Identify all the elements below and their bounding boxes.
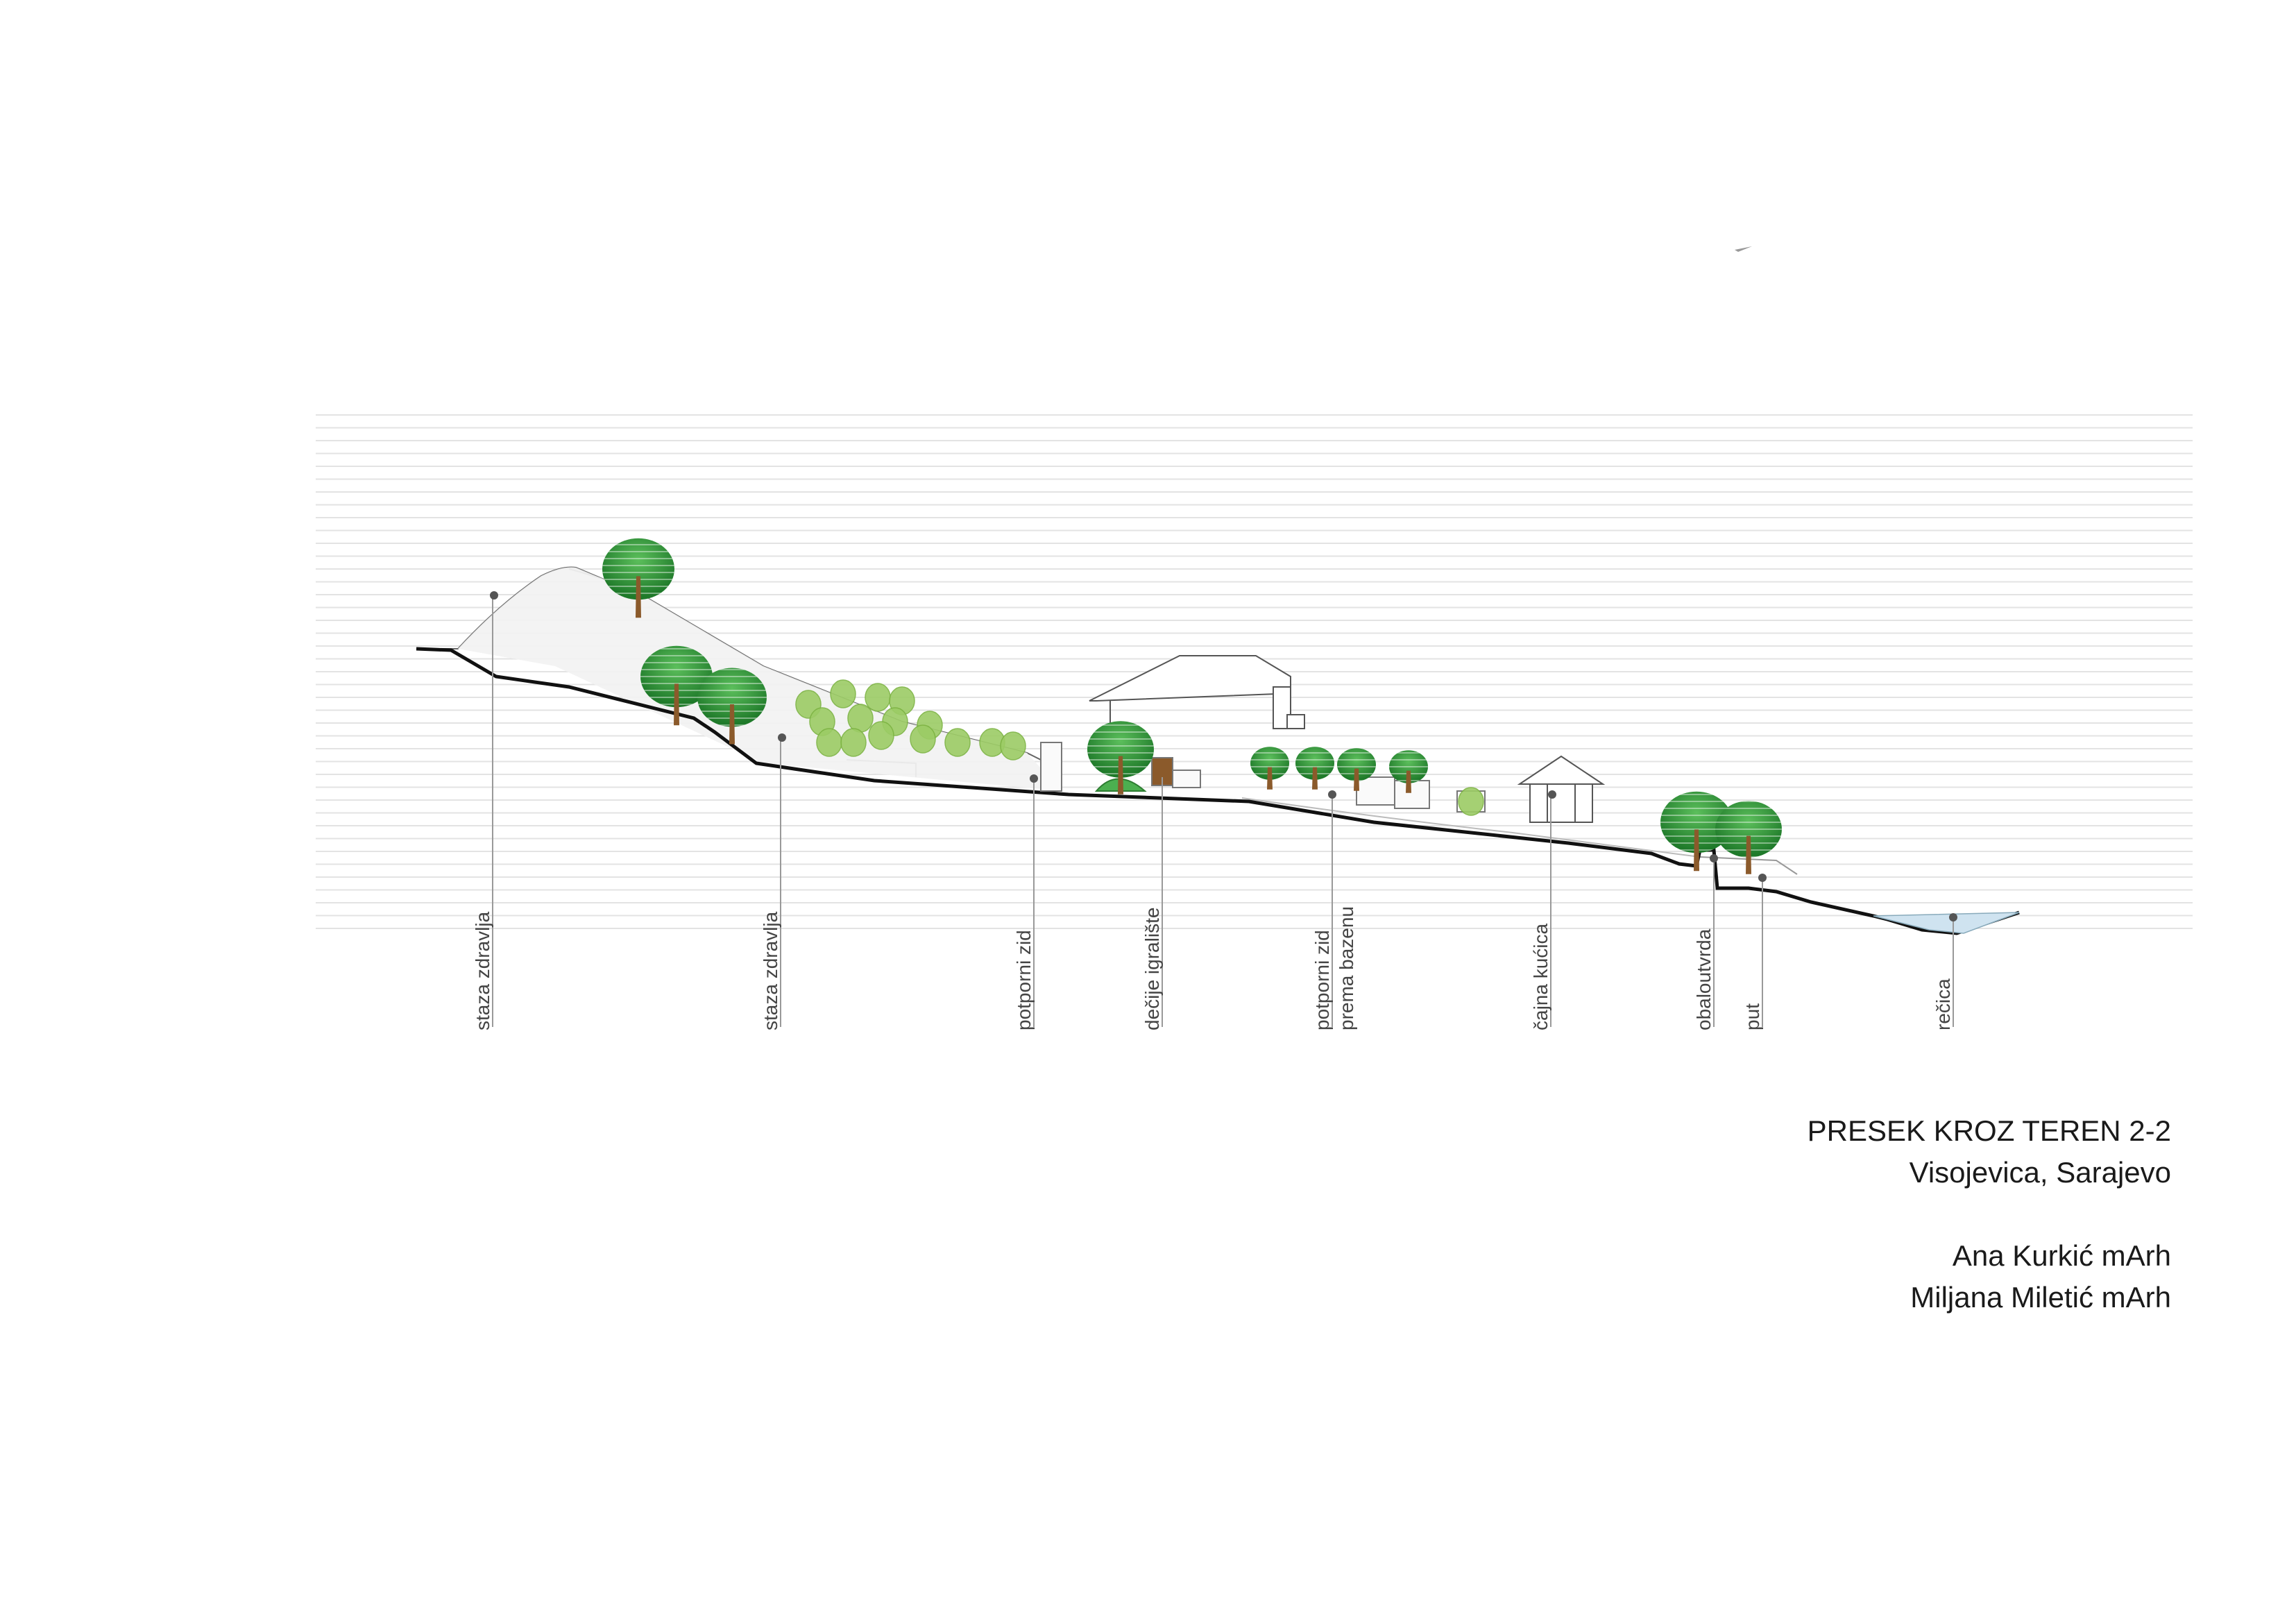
tree: [697, 668, 767, 745]
shrub: [840, 728, 867, 757]
label-staza-zdravlja-1: staza zdravlja: [472, 911, 493, 1030]
shrub: [865, 683, 891, 712]
label-prema-bazenu: prema bazenu: [1336, 906, 1357, 1030]
upper-slope-fill: [458, 567, 1062, 791]
house: [1089, 655, 1305, 732]
small-mark: [1735, 246, 1752, 252]
tree-crown-hatch: [1389, 750, 1428, 783]
river-water: [1873, 912, 2020, 934]
tree-crown-hatch: [640, 645, 713, 708]
title-block: PRESEK KROZ TEREN 2-2 Visojevica, Saraje…: [1808, 1110, 2171, 1318]
shrub: [1458, 787, 1484, 816]
tree-trunk: [1118, 756, 1123, 794]
label-recica: rečica: [1932, 978, 1954, 1030]
tree-crown-hatch: [1660, 791, 1733, 853]
tree: [1337, 748, 1376, 791]
tree: [1389, 750, 1428, 793]
label-put: put: [1742, 1003, 1763, 1030]
tree-trunk: [674, 683, 679, 726]
tree-crown-hatch: [1715, 801, 1782, 858]
tree-trunk: [1694, 829, 1699, 872]
tree-trunk: [636, 576, 641, 618]
drawing-title: PRESEK KROZ TEREN 2-2: [1807, 1114, 2171, 1147]
trees-group: [602, 538, 1782, 874]
shrub: [816, 728, 842, 757]
tree-crown-hatch: [1087, 721, 1154, 778]
tree-trunk: [729, 704, 735, 745]
vertical-labels: staza zdravlja staza zdravlja potporni z…: [472, 906, 1954, 1030]
ground-line: [416, 647, 2020, 935]
tree-crown-hatch: [1250, 747, 1289, 780]
tree-trunk: [1267, 767, 1273, 790]
label-cajna-kucica: čajna kućica: [1530, 923, 1551, 1030]
tree-crown-hatch: [1337, 748, 1376, 781]
tea-house: [1517, 755, 1606, 823]
label-potporni-zid-2: potporni zid: [1311, 930, 1333, 1030]
annotations: [492, 593, 1954, 1027]
shrub: [868, 721, 894, 750]
tree: [602, 538, 674, 618]
tree: [1295, 747, 1334, 790]
shrub: [830, 679, 856, 708]
tree-crown-hatch: [697, 668, 767, 727]
shrub: [944, 728, 971, 757]
shrub: [1000, 731, 1026, 760]
label-obaloutvrda: obaloutvrda: [1693, 928, 1715, 1030]
label-staza-zdravlja-2: staza zdravlja: [760, 911, 781, 1030]
tree: [1715, 801, 1782, 874]
shrubs-group: [795, 679, 1484, 816]
tree-trunk: [1312, 767, 1318, 790]
label-potporni-zid: potporni zid: [1013, 930, 1035, 1030]
shrub: [847, 704, 874, 733]
tree: [640, 645, 713, 726]
label-decije-igraliste: dečije igralište: [1141, 908, 1163, 1030]
tree-crown-hatch: [1295, 747, 1334, 780]
title-gap: [1808, 1193, 2171, 1235]
tree-trunk: [1406, 770, 1411, 793]
annotation-dots: [490, 591, 1957, 921]
tree-crown-hatch: [602, 538, 674, 600]
author-2: Miljana Miletić mArh: [1910, 1281, 2171, 1314]
tree-trunk: [1354, 768, 1359, 791]
shrub: [910, 724, 936, 754]
author-1: Ana Kurkić mArh: [1952, 1239, 2171, 1272]
tree: [1660, 791, 1733, 872]
tree-trunk: [1746, 835, 1751, 874]
tree: [1250, 747, 1289, 790]
tree: [1087, 721, 1154, 794]
drawing-location: Visojevica, Sarajevo: [1909, 1156, 2171, 1189]
